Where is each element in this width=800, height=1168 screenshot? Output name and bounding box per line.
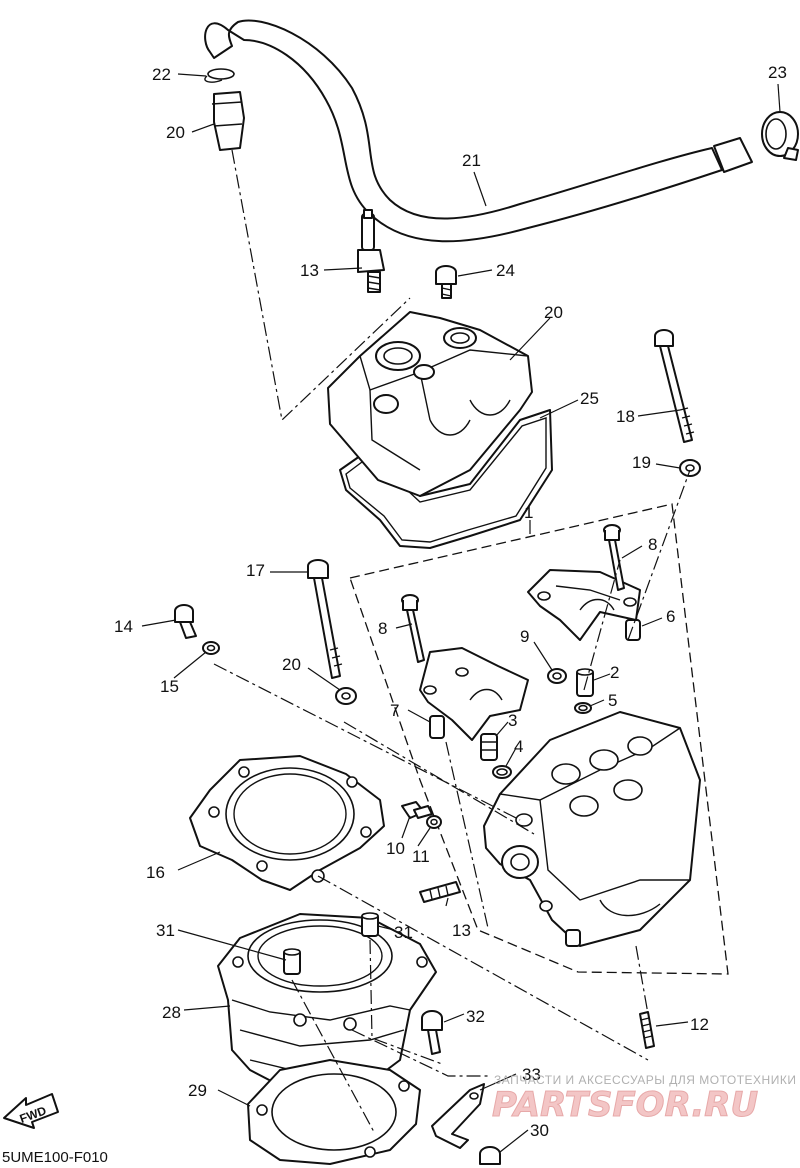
stud-bolt-12 — [639, 1011, 655, 1049]
diagram-code: 5UME100-F010 — [2, 1149, 108, 1166]
bolt-8-left — [401, 594, 425, 663]
callout-30: 30 — [530, 1121, 549, 1140]
callout-31-left: 31 — [156, 921, 175, 940]
callout-22: 20 — [166, 123, 185, 142]
pin-2 — [576, 668, 594, 697]
washer-20-right — [679, 459, 701, 477]
callout-24: 22 — [152, 65, 171, 84]
dowel-6 — [625, 619, 641, 641]
callout-21: 20 — [544, 303, 563, 322]
breather-hose-23 — [204, 19, 753, 243]
cylinder-head-1 — [483, 711, 701, 947]
callout-16: 15 — [160, 677, 179, 696]
group-boundary-1 — [349, 503, 729, 975]
o-ring-4 — [492, 765, 512, 779]
clamp-25 — [761, 111, 799, 161]
bolt-19 — [654, 329, 695, 443]
callout-26: 24 — [496, 261, 515, 280]
callout-19: 18 — [616, 407, 635, 426]
callout-4: 4 — [514, 737, 523, 756]
bolt-8-right — [603, 524, 625, 591]
callout-28: 28 — [162, 1003, 181, 1022]
callout-20-left: 20 — [282, 655, 301, 674]
callout-7: 7 — [390, 701, 399, 720]
callout-33: 33 — [522, 1065, 541, 1084]
cylinder-28 — [217, 913, 437, 1097]
dowel-31-right — [361, 912, 379, 937]
callout-3: 3 — [508, 711, 517, 730]
callout-12: 12 — [690, 1015, 709, 1034]
washer-20-left — [335, 687, 357, 705]
camshaft-cap-left — [419, 647, 529, 741]
callout-20-right: 19 — [632, 453, 651, 472]
callout-13: 13 — [452, 921, 471, 940]
callout-14: 13 — [300, 261, 319, 280]
group-label-1: 1 — [524, 503, 533, 522]
bolt-10 — [401, 801, 433, 819]
watermark-brand: PARTSFOR.RU — [492, 1085, 758, 1125]
hose-joint-22 — [211, 91, 245, 151]
callout-5: 5 — [608, 691, 617, 710]
callout-leaders — [141, 73, 781, 1153]
watermark-tagline: ЗАПЧАСТИ И АКСЕССУАРЫ ДЛЯ МОТОТЕХНИКИ — [494, 1073, 796, 1087]
bolt-18 — [307, 559, 343, 679]
callout-17: 16 — [146, 863, 165, 882]
callout-9: 9 — [520, 627, 529, 646]
bolt-15 — [174, 604, 197, 639]
callout-32: 32 — [466, 1007, 485, 1026]
callout-15: 14 — [114, 617, 133, 636]
dowel-7 — [429, 715, 445, 739]
bolt-32 — [421, 1010, 443, 1055]
clip-24 — [204, 68, 235, 83]
plug-9 — [547, 668, 567, 684]
stud-bolt-13 — [419, 881, 461, 903]
cylinder-head-cover-21 — [327, 311, 533, 497]
washer-16 — [202, 641, 220, 655]
union-bolt-3 — [480, 733, 498, 761]
callout-18: 17 — [246, 561, 265, 580]
callout-8-left: 8 — [378, 619, 387, 638]
callout-27: 25 — [580, 389, 599, 408]
callout-6: 6 — [666, 607, 675, 626]
bolt-30 — [479, 1146, 501, 1165]
washer-11 — [426, 815, 442, 829]
plug-26 — [435, 265, 457, 299]
bracket-33 — [431, 1083, 485, 1149]
callout-29: 29 — [188, 1081, 207, 1100]
callout-numbers: 22 20 23 21 13 24 20 25 18 19 1 8 8 6 9 … — [114, 63, 787, 1140]
forward-arrow-icon: FWD — [3, 1093, 59, 1129]
callout-11: 11 — [412, 847, 430, 866]
dowel-31-left — [283, 948, 301, 975]
callout-25: 23 — [768, 63, 787, 82]
spark-plug-14 — [357, 209, 385, 293]
callout-31-right: 31 — [394, 923, 413, 942]
callout-8-right: 8 — [648, 535, 657, 554]
callout-2: 2 — [610, 663, 619, 682]
head-gasket-17 — [189, 755, 385, 891]
o-ring-5 — [574, 702, 592, 714]
base-gasket-29 — [247, 1059, 421, 1165]
alignment-lines — [213, 149, 691, 1133]
callout-23: 21 — [462, 151, 481, 170]
callout-10: 10 — [386, 839, 405, 858]
